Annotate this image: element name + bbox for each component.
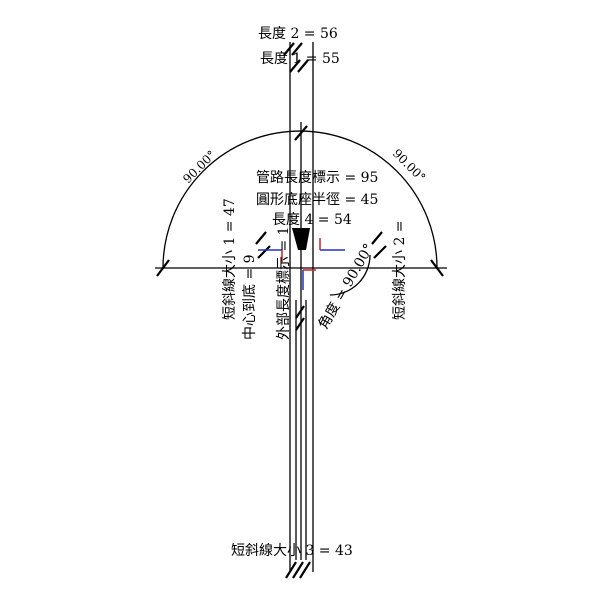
length1-label[interactable]: 長度 1 = 55 — [260, 51, 340, 67]
arc-angle-right-label[interactable]: 90.00° — [390, 146, 428, 184]
short-slash-size3-label[interactable]: 短斜線大小 3 = 43 — [231, 543, 353, 559]
length2-label[interactable]: 長度 2 = 56 — [258, 26, 338, 42]
center-to-bottom-label[interactable]: 中心到底 = 9 — [242, 254, 258, 340]
angle-arc[interactable] — [162, 130, 438, 269]
tick-marks — [156, 42, 444, 579]
angle-label[interactable]: 角度 = 90.00° — [316, 241, 378, 332]
external-length-label[interactable]: 外部長度標示 = 1 — [276, 226, 292, 340]
short-slash-size2-label[interactable]: 短斜線大小 2 = — [392, 220, 408, 320]
circle-base-radius-label[interactable]: 圓形底座半徑 = 45 — [256, 192, 378, 208]
arc-angle-left-label[interactable]: 90.00° — [180, 148, 218, 186]
origin-axes-icon — [258, 238, 345, 290]
short-slash-size1-label[interactable]: 短斜線大小 1 = 47 — [222, 198, 238, 320]
inner-arc[interactable] — [329, 254, 371, 296]
pipe-length-label[interactable]: 管路長度標示 = 95 — [256, 170, 378, 186]
length4-label[interactable]: 長度 4 = 54 — [272, 212, 352, 228]
